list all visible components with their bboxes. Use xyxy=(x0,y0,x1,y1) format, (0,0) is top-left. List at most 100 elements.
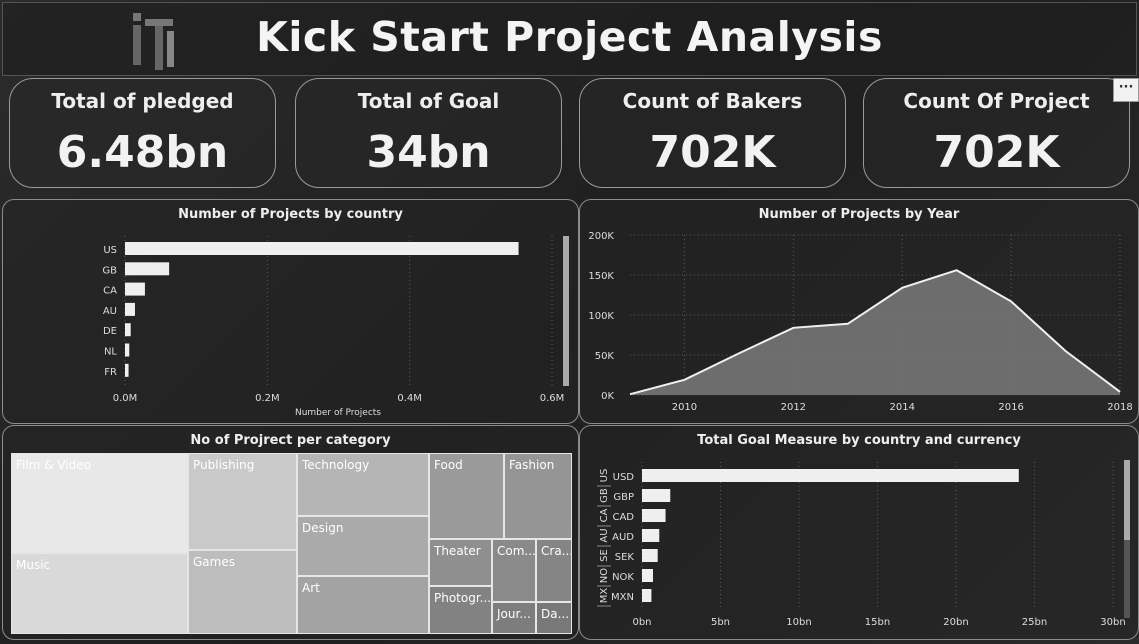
year-chart-title: Number of Projects by Year xyxy=(758,207,960,222)
country-label: MX xyxy=(599,588,610,604)
year-chart-panel[interactable]: Number of Projects by Year 200K 150K 100K 5… xyxy=(579,199,1139,424)
y-tick-label: US xyxy=(103,245,117,256)
country-label: AU xyxy=(599,528,610,542)
logo-icon xyxy=(133,13,174,70)
y-tick-label: NL xyxy=(104,347,117,358)
bar xyxy=(125,323,131,337)
bar xyxy=(642,569,653,582)
kpi-card-count-bakers[interactable]: Count of Bakers 702K xyxy=(579,78,846,188)
treemap-label: Technology xyxy=(302,458,370,472)
area-line xyxy=(629,269,1121,396)
x-tick-label: 20bn xyxy=(943,617,968,628)
treemap-cell[interactable]: Publishing xyxy=(188,453,297,550)
x-tick-label: 10bn xyxy=(786,617,811,628)
y-tick-label: 200K xyxy=(588,231,614,242)
x-tick-label: 2014 xyxy=(889,402,914,413)
treemap-label: Film & Video xyxy=(16,458,91,472)
kpi-value: 702K xyxy=(649,127,776,178)
country-label: SE xyxy=(599,549,610,562)
goal-chart-scrollbar[interactable] xyxy=(1124,460,1130,618)
kpi-value: 34bn xyxy=(366,127,491,178)
x-tick-label: 0bn xyxy=(632,617,651,628)
treemap-label: Fashion xyxy=(509,458,555,472)
country-chart-title: Number of Projects by country xyxy=(178,207,403,222)
treemap-cell[interactable]: Design xyxy=(297,516,429,576)
country-chart-scrollbar[interactable] xyxy=(563,236,569,386)
kpi-value: 6.48bn xyxy=(56,127,229,178)
dashboard-header: Kick Start Project Analysis xyxy=(2,2,1137,76)
treemap-label: Jour... xyxy=(497,607,531,621)
y-tick-label: GB xyxy=(102,265,117,276)
kpi-card-total-goal[interactable]: Total of Goal 34bn xyxy=(295,78,562,188)
bar xyxy=(125,262,170,276)
x-tick-label: 0.6M xyxy=(540,393,565,404)
y-tick-label: 100K xyxy=(588,311,614,322)
x-tick-label: 25bn xyxy=(1022,617,1047,628)
y-tick-label: AU xyxy=(103,306,117,317)
category-chart-panel[interactable]: No of Projrect per category Film & Video… xyxy=(2,425,579,640)
bar xyxy=(642,489,671,502)
goal-chart-title: Total Goal Measure by country and curren… xyxy=(697,433,1021,448)
treemap-label: Da... xyxy=(541,607,570,621)
treemap-label: Theater xyxy=(434,544,481,558)
treemap-cell[interactable]: Cra... xyxy=(536,539,572,602)
y-tick-label: FR xyxy=(104,367,117,378)
y-tick-label: 0K xyxy=(601,391,614,402)
treemap-cell[interactable]: Theater xyxy=(429,539,492,586)
treemap-label: Cra... xyxy=(541,544,572,558)
goal-chart-panel[interactable]: Total Goal Measure by country and curren… xyxy=(579,425,1139,640)
page-title: Kick Start Project Analysis xyxy=(256,13,883,61)
treemap-cell[interactable]: Technology xyxy=(297,453,429,516)
bar xyxy=(642,549,658,562)
treemap-cell[interactable]: Film & Video xyxy=(11,453,188,553)
treemap-cell[interactable]: Games xyxy=(188,550,297,634)
treemap-cell[interactable]: Art xyxy=(297,576,429,634)
x-tick-label: 0.2M xyxy=(255,393,280,404)
kpi-card-total-pledged[interactable]: Total of pledged 6.48bn xyxy=(9,78,276,188)
treemap-cell[interactable]: Fashion xyxy=(504,453,572,539)
treemap-label: Games xyxy=(193,555,235,569)
country-label: NO xyxy=(599,568,610,583)
x-axis-label: Number of Projects xyxy=(295,408,381,418)
bar xyxy=(642,529,660,542)
treemap-label: Music xyxy=(16,558,51,572)
kpi-card-count-project[interactable]: Count Of Project 702K xyxy=(863,78,1130,188)
treemap-cell[interactable]: Jour... xyxy=(492,602,536,634)
treemap-cell[interactable]: Food xyxy=(429,453,504,539)
country-label: GB xyxy=(599,488,610,503)
x-tick-label: 2018 xyxy=(1107,402,1132,413)
y-tick-label: CAD xyxy=(612,512,634,523)
treemap-label: Food xyxy=(434,458,463,472)
area-fill xyxy=(630,270,1120,395)
kpi-label: Count of Bakers xyxy=(622,89,803,113)
treemap-label: Art xyxy=(302,581,320,595)
bar xyxy=(642,589,652,602)
treemap-cell[interactable]: Music xyxy=(11,553,188,634)
y-tick-label: NOK xyxy=(612,572,634,583)
more-options-button[interactable]: ··· xyxy=(1113,78,1139,102)
x-tick-label: 5bn xyxy=(711,617,730,628)
treemap-label: Publishing xyxy=(193,458,255,472)
y-tick-label: AUD xyxy=(612,532,634,543)
treemap-cell[interactable]: Da... xyxy=(536,602,572,634)
kpi-value: 702K xyxy=(933,127,1060,178)
bar xyxy=(125,302,135,316)
kpi-label: Total of Goal xyxy=(357,89,500,113)
treemap-cell[interactable]: Photogr... xyxy=(429,586,492,634)
x-tick-label: 2010 xyxy=(672,402,697,413)
treemap-label: Photogr... xyxy=(434,591,492,605)
scrollbar-thumb[interactable] xyxy=(563,236,569,386)
treemap-cell[interactable]: Com... xyxy=(492,539,536,602)
kpi-label: Count Of Project xyxy=(903,89,1090,113)
bar xyxy=(125,343,130,357)
x-tick-label: 30bn xyxy=(1100,617,1125,628)
scrollbar-thumb[interactable] xyxy=(1124,460,1130,540)
y-tick-label: 50K xyxy=(595,351,615,362)
y-tick-label: USD xyxy=(613,472,635,483)
y-tick-label: 150K xyxy=(588,271,614,282)
x-tick-label: 0.4M xyxy=(397,393,422,404)
